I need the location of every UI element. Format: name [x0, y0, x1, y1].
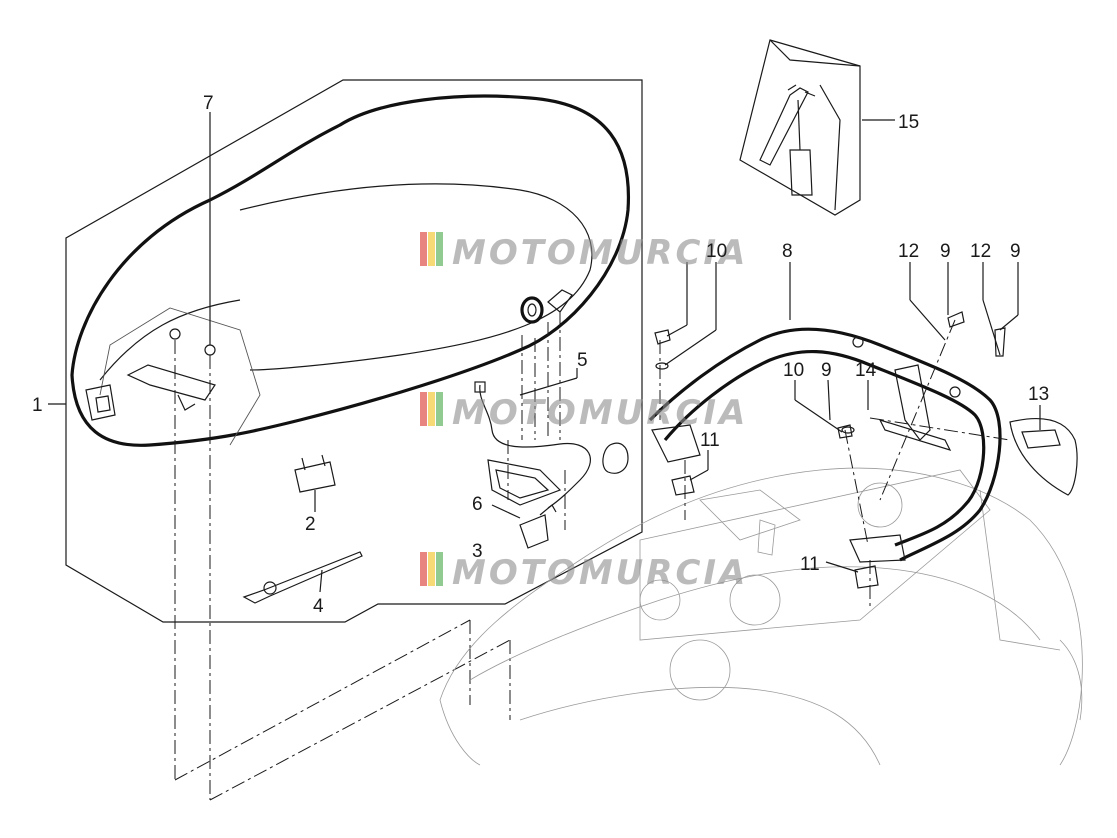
rail-hardware: [654, 311, 1006, 589]
watermark-3: MOTOMURCIA: [420, 552, 748, 593]
callout-8: 8: [782, 241, 793, 262]
callout-15: 15: [898, 112, 919, 133]
callout-9: 9: [1010, 241, 1021, 262]
seat-bumper-part: [294, 454, 336, 493]
callout-7: 7: [203, 93, 214, 114]
seat-hinge-screws: [174, 340, 511, 801]
watermark-text: MOTOMURCIA: [452, 233, 748, 273]
callout-6: 6: [472, 494, 483, 515]
watermark-text: MOTOMURCIA: [452, 553, 748, 593]
connector-part: [519, 504, 557, 549]
seat-assembly-outline: [65, 79, 643, 623]
callout-9: 9: [821, 360, 832, 381]
tail-cover-part: [1009, 418, 1078, 496]
lock-screw-lines: [507, 312, 566, 530]
callout-12: 12: [970, 241, 991, 262]
callout-9: 9: [940, 241, 951, 262]
callout-12: 12: [898, 241, 919, 262]
callout-2: 2: [305, 514, 316, 535]
callouts: 1 2 3 4 5 6 7 8 9 9 9 10 10 11 11 12 12 …: [32, 93, 1049, 617]
callout-1: 1: [32, 395, 43, 416]
callout-5: 5: [577, 350, 588, 371]
rail-screw-lines: [659, 319, 1011, 610]
callout-13: 13: [1028, 384, 1049, 405]
rear-bracket-part: [878, 364, 952, 451]
callout-11: 11: [700, 430, 720, 451]
scooter-body: [439, 467, 1083, 766]
seat-lock-part: [474, 381, 629, 509]
cable-tie-part: [242, 551, 363, 604]
callout-10: 10: [783, 360, 804, 381]
callout-14: 14: [855, 360, 877, 381]
watermark-2: MOTOMURCIA: [420, 392, 748, 433]
callout-10: 10: [706, 241, 727, 262]
callout-3: 3: [472, 541, 483, 562]
grab-rail: [648, 327, 1002, 563]
watermark-1: MOTOMURCIA: [420, 232, 748, 273]
tool-kit-bag: [739, 39, 861, 216]
leader-lines: [48, 112, 1041, 593]
watermark-text: MOTOMURCIA: [452, 393, 748, 433]
seat: [70, 94, 631, 447]
callout-4: 4: [313, 596, 324, 617]
callout-11: 11: [800, 554, 820, 575]
